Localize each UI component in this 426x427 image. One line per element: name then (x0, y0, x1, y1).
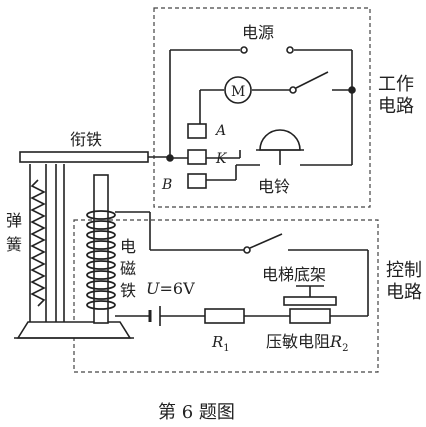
armature-pivot (166, 154, 174, 162)
motor-circle (224, 76, 252, 104)
spring-label-1: 弹 (6, 211, 22, 230)
r1-main: R (211, 333, 223, 351)
work-circuit-label-1: 工作 (378, 74, 414, 95)
resistor-r1 (204, 308, 245, 324)
spring-zigzag (30, 179, 46, 307)
r2-sub: 2 (342, 343, 348, 354)
electromagnet-coil (86, 210, 116, 310)
work-circuit-wires (169, 46, 353, 181)
terminal-b-box (187, 173, 207, 189)
r2-prefix: 压敏电阻 (266, 332, 330, 351)
control-circuit-label-1: 控制 (386, 260, 422, 281)
spring-label-2: 簧 (6, 235, 22, 254)
motor-switch-contact (289, 86, 297, 94)
elevator-platform-label: 电梯底架 (262, 265, 326, 284)
terminal-b-label: B (161, 177, 172, 193)
elevator-platform (283, 296, 337, 306)
resistor-r1-label: R1 (211, 333, 230, 354)
pressure-resistor-label: 压敏电阻R2 (266, 332, 348, 354)
electromagnet-label-3: 铁 (120, 281, 136, 300)
work-circuit-label-2: 电路 (378, 96, 414, 117)
armature-bar (19, 151, 149, 163)
resistor-r2 (289, 308, 331, 324)
motor-label: M (231, 84, 245, 100)
control-circuit-wires (115, 211, 369, 317)
voltage-label: U=6V (146, 279, 195, 298)
control-switch-contact (243, 246, 251, 254)
power-source-label: 电源 (242, 23, 274, 42)
voltage-value: =6V (159, 279, 195, 298)
junction-dot-right (348, 86, 356, 94)
control-circuit-label-2: 电路 (386, 282, 422, 303)
terminal-k-box (187, 149, 207, 165)
terminal-a-label: A (214, 123, 226, 139)
base-stand (16, 321, 132, 339)
bell-dome (259, 129, 301, 151)
terminal-k-label: K (215, 151, 228, 167)
r2-main: R (329, 332, 342, 351)
electromagnet-label-1: 电 (120, 237, 136, 256)
armature-label: 衔铁 (70, 130, 102, 149)
terminal-a-box (187, 123, 207, 139)
electromagnet-label-2: 磁 (120, 259, 136, 278)
work-circuit-box (153, 7, 371, 208)
figure-caption: 第 6 题图 (158, 402, 235, 423)
r1-sub: 1 (223, 343, 229, 354)
bell-label: 电铃 (258, 177, 290, 196)
control-circuit-box (73, 219, 379, 373)
